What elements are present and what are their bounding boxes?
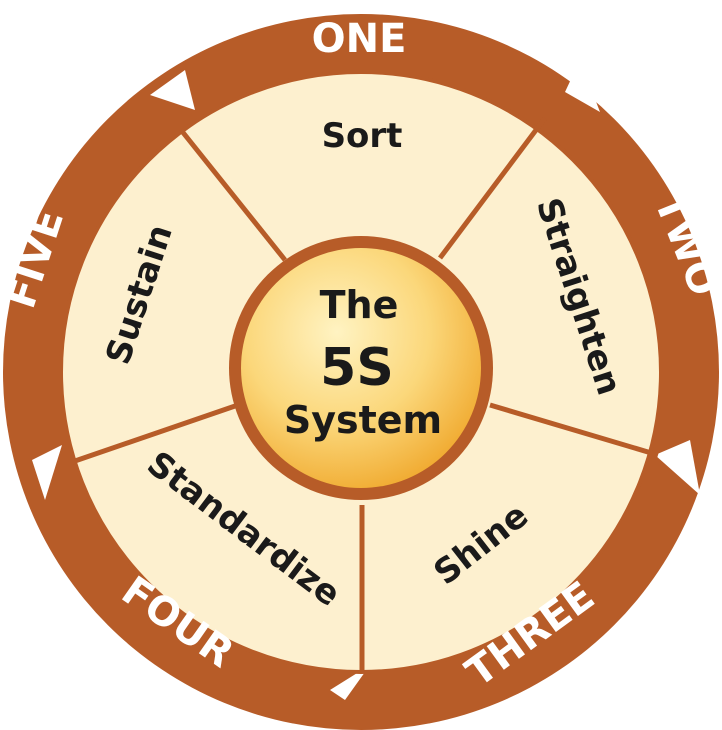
ring-label-one: ONE xyxy=(312,16,407,62)
arrow-notch-two-three xyxy=(655,440,700,495)
divider-sort-straighten xyxy=(438,116,547,260)
hub xyxy=(241,248,481,488)
divider-straighten-shine xyxy=(489,402,659,458)
arrow-notch-four-five xyxy=(32,445,62,500)
arrow-notch-one-two xyxy=(565,60,600,112)
arrow-notch-five-one xyxy=(150,70,195,110)
hub-line-3: System xyxy=(284,398,442,442)
hub-line-1: The xyxy=(320,283,399,327)
segment-label-sort: Sort xyxy=(322,116,403,156)
segment-dividers xyxy=(71,116,659,670)
hub-line-2: 5S xyxy=(320,338,394,398)
divider-standardize-sustain xyxy=(71,402,239,465)
divider-sustain-sort xyxy=(179,128,287,262)
